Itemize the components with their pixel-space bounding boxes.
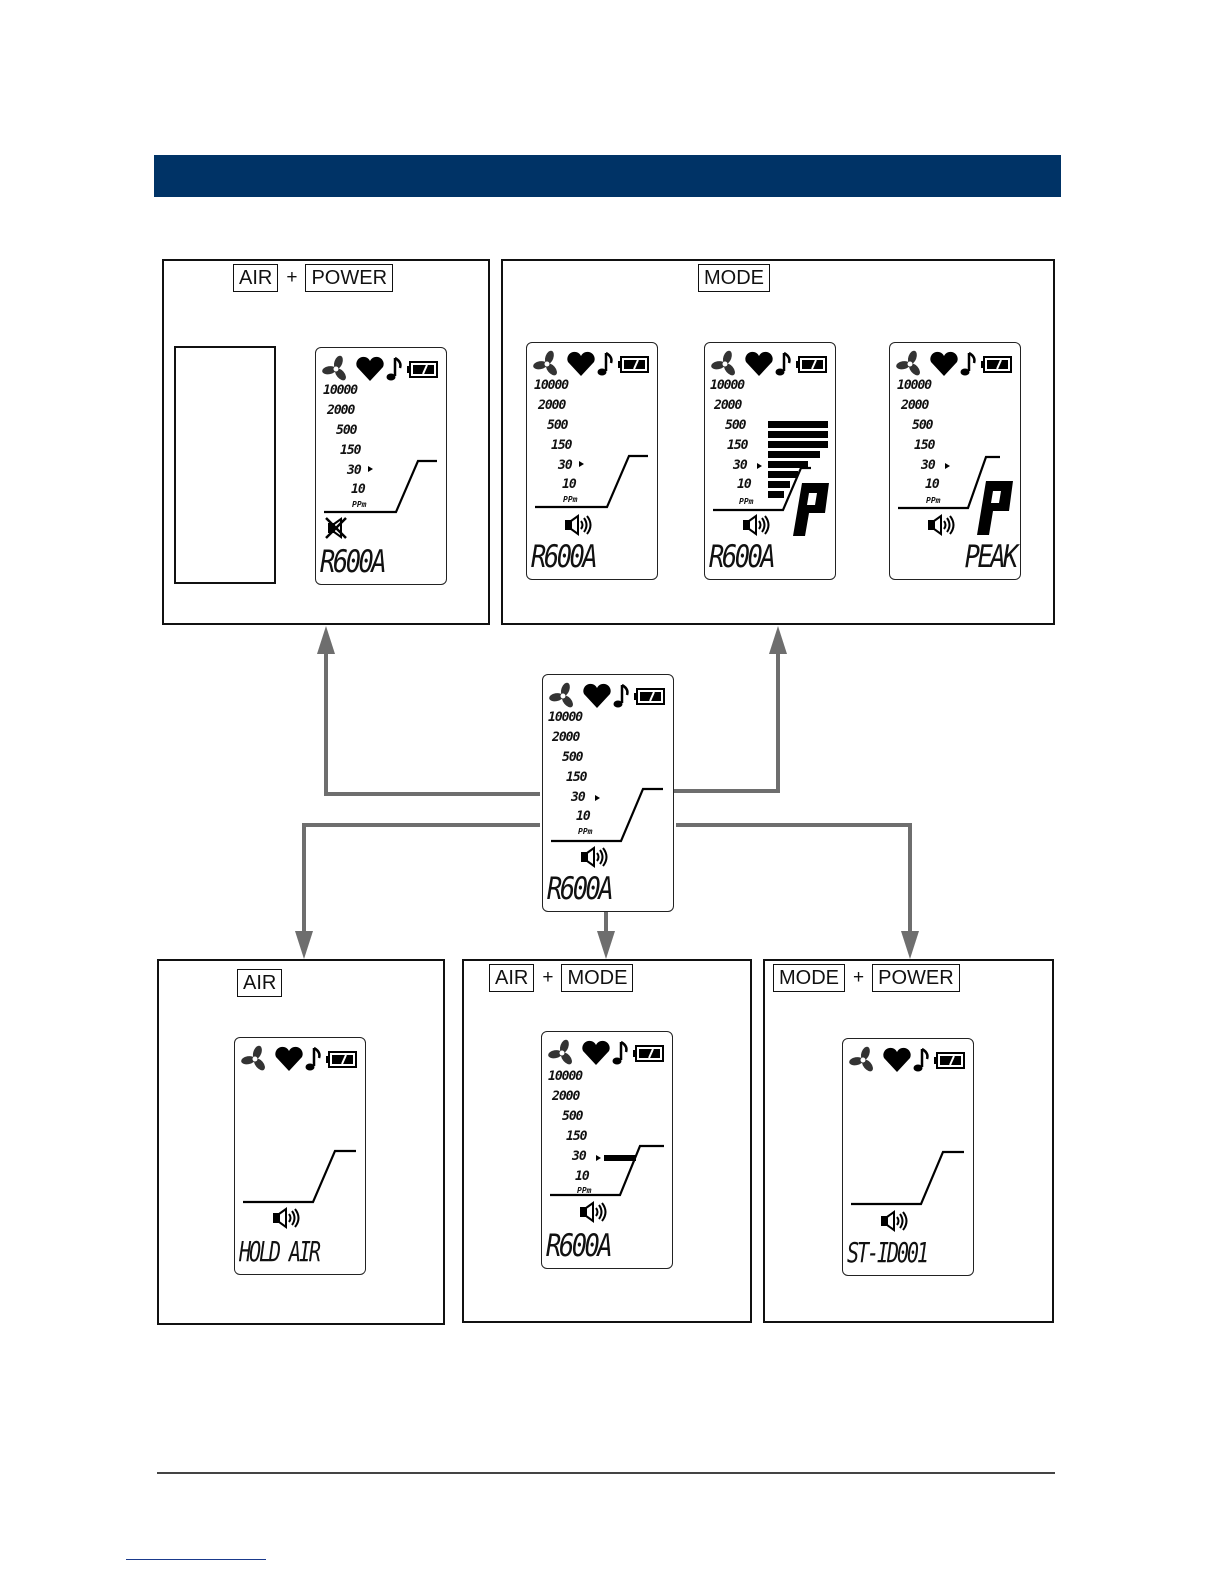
- lcd-readout: R600A: [547, 871, 647, 907]
- keys-mode: MODE: [698, 264, 770, 292]
- arrow-head-up-right: [769, 626, 787, 654]
- lcd-readout: R600A: [546, 1228, 646, 1264]
- plus-sign: +: [542, 967, 553, 989]
- lcd-power-muted: 10000 2000 500 150 30 10 PPm R600A: [315, 347, 447, 585]
- lcd-center: 10000 2000 500 150 30 10 PPm R600A: [542, 674, 674, 912]
- set-level-bar: [604, 1155, 636, 1161]
- lcd-mode-bargraph: 10000 2000 500 150 30 10 PPm: [704, 342, 836, 580]
- lcd-readout: PEAK: [916, 539, 1016, 575]
- arrow-icon: [595, 795, 600, 801]
- speaker-icon: [882, 1212, 907, 1230]
- lcd-readout: R600A: [709, 539, 809, 575]
- keys-mode-power: MODE + POWER: [773, 964, 960, 992]
- keys-air: AIR: [237, 969, 282, 997]
- arrow-head-down-left: [295, 931, 313, 959]
- arrow-to-mode-power: [676, 825, 910, 944]
- lcd-serial: ST-ID001: [842, 1038, 974, 1276]
- mode-key: MODE: [698, 264, 770, 292]
- lcd-mode-normal: 10000 2000 500 150 30 10 PPm R600A: [526, 342, 658, 580]
- lcd-hold-air: HOLD AIR: [234, 1037, 366, 1275]
- air-key: AIR: [237, 969, 282, 997]
- lcd-readout: R600A: [320, 544, 420, 580]
- speaker-icon: [274, 1209, 299, 1227]
- arrow-icon: [368, 466, 373, 472]
- peak-p-icon: [793, 483, 829, 536]
- blank-display: [174, 346, 276, 584]
- peak-p-icon: [977, 481, 1013, 535]
- arrow-to-air-power: [326, 640, 540, 794]
- plus-sign: +: [853, 967, 864, 989]
- power-key: POWER: [872, 964, 960, 992]
- arrow-icon: [757, 463, 762, 469]
- footer-rule: [157, 1472, 1055, 1474]
- lcd-mode-peak: 10000 2000 500 150 30 10 PPm PEAK: [889, 342, 1021, 580]
- mode-key: MODE: [561, 964, 633, 992]
- arrow-head-up-left: [317, 626, 335, 654]
- speaker-icon: [929, 516, 954, 534]
- speaker-icon: [744, 516, 769, 534]
- arrow-to-mode: [674, 640, 778, 791]
- power-key: POWER: [305, 264, 393, 292]
- keys-air-power: AIR + POWER: [233, 264, 393, 292]
- speaker-icon: [566, 516, 591, 534]
- arrow-icon: [945, 463, 950, 469]
- air-key: AIR: [233, 264, 278, 292]
- air-key: AIR: [489, 964, 534, 992]
- lcd-readout: ST-ID001: [847, 1235, 935, 1271]
- arrow-icon: [596, 1155, 601, 1161]
- speaker-icon: [582, 848, 607, 866]
- lcd-air-mode: 10000 2000 500 150 30 10 PPm R600A: [541, 1031, 673, 1269]
- speaker-muted-icon: [326, 518, 346, 538]
- footer-link-underline: [126, 1559, 266, 1560]
- speaker-icon: [581, 1203, 606, 1221]
- plus-sign: +: [286, 267, 297, 289]
- mode-key: MODE: [773, 964, 845, 992]
- arrow-head-down-middle: [597, 931, 615, 959]
- lcd-readout: HOLD AIR: [239, 1234, 327, 1270]
- arrow-head-down-right: [901, 931, 919, 959]
- keys-air-mode: AIR + MODE: [489, 964, 633, 992]
- arrow-to-air: [304, 825, 540, 944]
- lcd-readout: R600A: [531, 539, 631, 575]
- arrow-icon: [579, 461, 584, 467]
